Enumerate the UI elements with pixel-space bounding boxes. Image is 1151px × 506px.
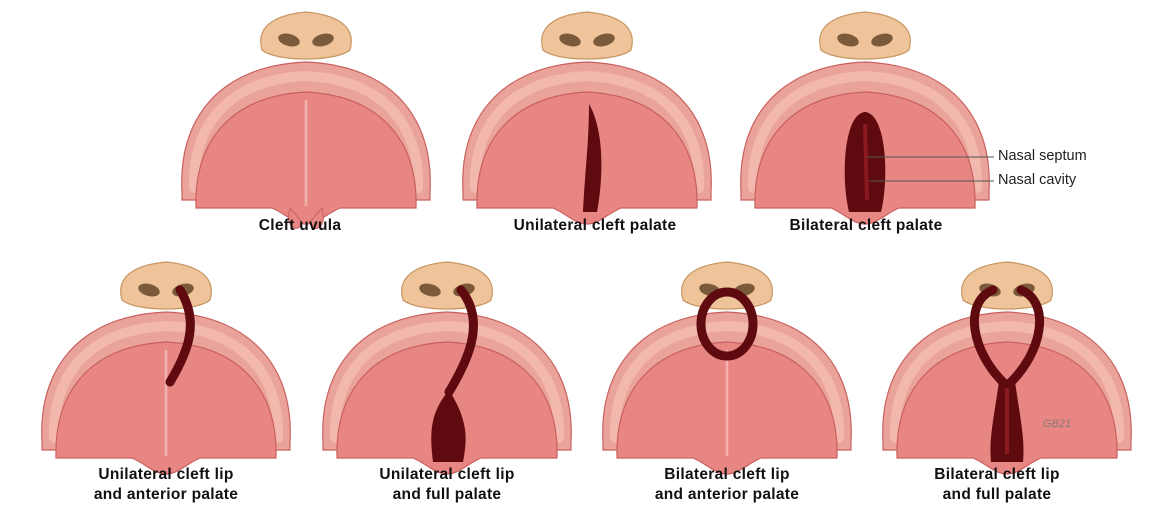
nose [682, 262, 773, 309]
nasal-cavity-label: Nasal cavity [998, 172, 1076, 188]
panel-bilateral-lip-anterior [603, 262, 852, 474]
nose [121, 262, 212, 309]
nasal-septum-label: Nasal septum [998, 148, 1087, 164]
caption-line: Bilateral cleft palate [736, 216, 996, 236]
panel-bilateral-cleft-palate [741, 12, 990, 224]
nose [402, 262, 493, 309]
panel-cleft-uvula [182, 12, 431, 228]
nasal-septum-shape [865, 124, 867, 200]
nose [542, 12, 633, 59]
panel-unilateral-cleft-palate [463, 12, 712, 224]
artist-signature: GB21 [1043, 418, 1071, 430]
caption-line: and anterior palate [597, 485, 857, 505]
nose [820, 12, 911, 59]
caption-bilateral-cleft-palate: Bilateral cleft palate [736, 216, 996, 236]
caption-line: Bilateral cleft lip [597, 465, 857, 485]
caption-line: and anterior palate [36, 485, 296, 505]
panel-bilateral-lip-full [883, 262, 1132, 474]
caption-line: Bilateral cleft lip [867, 465, 1127, 485]
caption-line: Cleft uvula [170, 216, 430, 236]
caption-cleft-uvula: Cleft uvula [170, 216, 430, 236]
caption-unilateral-cleft-palate: Unilateral cleft palate [465, 216, 725, 236]
caption-line: Unilateral cleft lip [36, 465, 296, 485]
caption-line: Unilateral cleft palate [465, 216, 725, 236]
panel-unilateral-lip-anterior [42, 262, 291, 474]
caption-line: and full palate [867, 485, 1127, 505]
nose [261, 12, 352, 59]
panel-unilateral-lip-full [323, 262, 572, 474]
caption-line: Unilateral cleft lip [317, 465, 577, 485]
caption-line: and full palate [317, 485, 577, 505]
